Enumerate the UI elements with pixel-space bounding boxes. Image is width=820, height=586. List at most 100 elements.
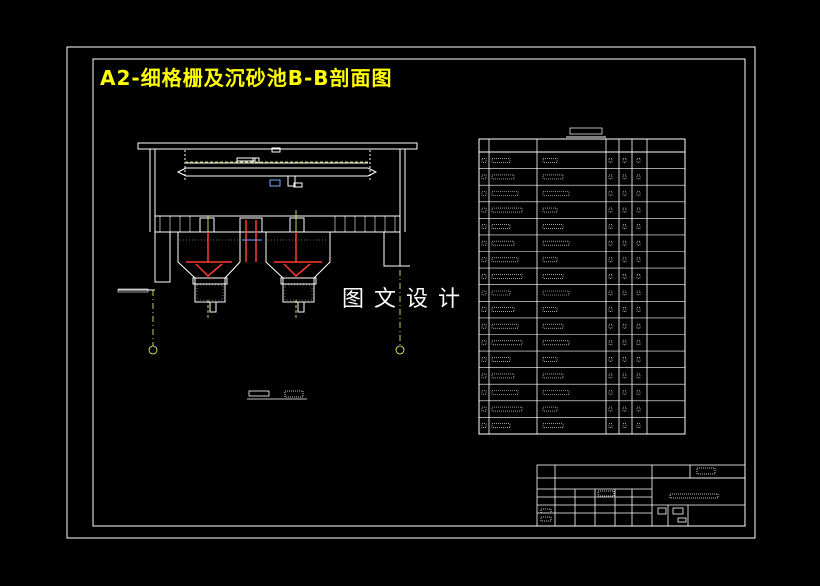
row-material-mark xyxy=(636,323,641,329)
row-unit-mark xyxy=(608,257,613,263)
row-spec-mark xyxy=(542,307,558,312)
outer-sheet-border xyxy=(66,46,756,539)
section-view-b-b xyxy=(117,142,418,313)
row-unit-mark xyxy=(608,323,613,329)
row-number-mark xyxy=(481,174,487,180)
inner-frame-border xyxy=(92,58,746,527)
row-qty-mark xyxy=(622,323,627,329)
row-unit-mark xyxy=(608,373,613,379)
row-unit-mark xyxy=(608,191,613,196)
row-name-mark xyxy=(491,373,515,379)
row-material-mark xyxy=(636,240,641,246)
row-unit-mark xyxy=(608,307,613,312)
watermark-text: 图文设计 xyxy=(342,287,471,312)
row-qty-mark xyxy=(622,274,627,279)
grit-channel-left xyxy=(177,232,241,303)
parts-table xyxy=(478,127,686,435)
row-qty-mark xyxy=(622,224,627,229)
row-name-mark xyxy=(491,290,511,296)
row-spec-mark xyxy=(542,274,564,279)
row-spec-mark xyxy=(542,390,570,395)
axis-lines xyxy=(148,161,405,355)
row-spec-mark xyxy=(542,340,570,346)
row-qty-mark xyxy=(622,406,627,412)
row-material-mark xyxy=(636,224,641,229)
row-qty-mark xyxy=(622,158,627,163)
row-unit-mark xyxy=(608,207,613,213)
row-number-mark xyxy=(481,207,487,213)
row-qty-mark xyxy=(622,373,627,379)
title-block xyxy=(536,464,746,527)
row-unit-mark xyxy=(608,340,613,346)
row-material-mark xyxy=(636,257,641,263)
row-material-mark xyxy=(636,390,641,395)
floor-hatch xyxy=(159,216,396,232)
row-unit-mark xyxy=(608,224,613,229)
grit-fill-hatch xyxy=(180,239,328,301)
table-outline xyxy=(478,138,686,435)
row-number-mark xyxy=(481,224,487,229)
row-spec-mark xyxy=(542,373,564,379)
row-qty-mark xyxy=(622,307,627,312)
row-spec-mark xyxy=(542,240,570,246)
row-name-mark xyxy=(491,423,511,429)
row-material-mark xyxy=(636,290,641,296)
row-number-mark xyxy=(481,191,487,196)
row-material-mark xyxy=(636,340,641,346)
row-spec-mark xyxy=(542,174,564,180)
row-spec-mark xyxy=(542,406,558,412)
row-name-mark xyxy=(491,307,515,312)
row-unit-mark xyxy=(608,274,613,279)
row-qty-mark xyxy=(622,207,627,213)
row-spec-mark xyxy=(542,423,564,429)
row-material-mark xyxy=(636,274,641,279)
row-qty-mark xyxy=(622,390,627,395)
row-material-mark xyxy=(636,174,641,180)
row-qty-mark xyxy=(622,191,627,196)
row-spec-mark xyxy=(542,257,558,263)
row-qty-mark xyxy=(622,423,627,429)
row-name-mark xyxy=(491,257,519,263)
row-material-mark xyxy=(636,191,641,196)
row-material-mark xyxy=(636,207,641,213)
row-number-mark xyxy=(481,373,487,379)
row-unit-mark xyxy=(608,423,613,429)
row-qty-mark xyxy=(622,240,627,246)
blue-marks xyxy=(242,179,281,241)
row-name-mark xyxy=(491,357,511,362)
row-qty-mark xyxy=(622,290,627,296)
row-number-mark xyxy=(481,274,487,279)
row-name-mark xyxy=(491,340,523,346)
row-unit-mark xyxy=(608,357,613,362)
row-qty-mark xyxy=(622,340,627,346)
row-name-mark xyxy=(491,224,511,229)
row-qty-mark xyxy=(622,174,627,180)
row-number-mark xyxy=(481,323,487,329)
row-spec-mark xyxy=(542,207,558,213)
row-name-mark xyxy=(491,191,519,196)
row-name-mark xyxy=(491,240,515,246)
operating-floor xyxy=(154,215,401,233)
row-number-mark xyxy=(481,340,487,346)
table-cell-marks xyxy=(481,158,641,429)
row-qty-mark xyxy=(622,357,627,362)
grit-channel-right xyxy=(265,232,331,303)
row-spec-mark xyxy=(542,191,570,196)
row-qty-mark xyxy=(622,257,627,263)
row-number-mark xyxy=(481,257,487,263)
row-name-mark xyxy=(491,406,523,412)
row-number-mark xyxy=(481,290,487,296)
row-name-mark xyxy=(491,174,515,180)
drawing-title: A2-细格栅及沉砂池B-B剖面图 xyxy=(100,66,393,90)
row-number-mark xyxy=(481,240,487,246)
row-spec-mark xyxy=(542,158,558,163)
row-material-mark xyxy=(636,307,641,312)
view-caption xyxy=(247,390,307,400)
row-material-mark xyxy=(636,423,641,429)
row-material-mark xyxy=(636,373,641,379)
row-number-mark xyxy=(481,406,487,412)
row-spec-mark xyxy=(542,290,570,296)
row-material-mark xyxy=(636,357,641,362)
row-name-mark xyxy=(491,390,519,395)
